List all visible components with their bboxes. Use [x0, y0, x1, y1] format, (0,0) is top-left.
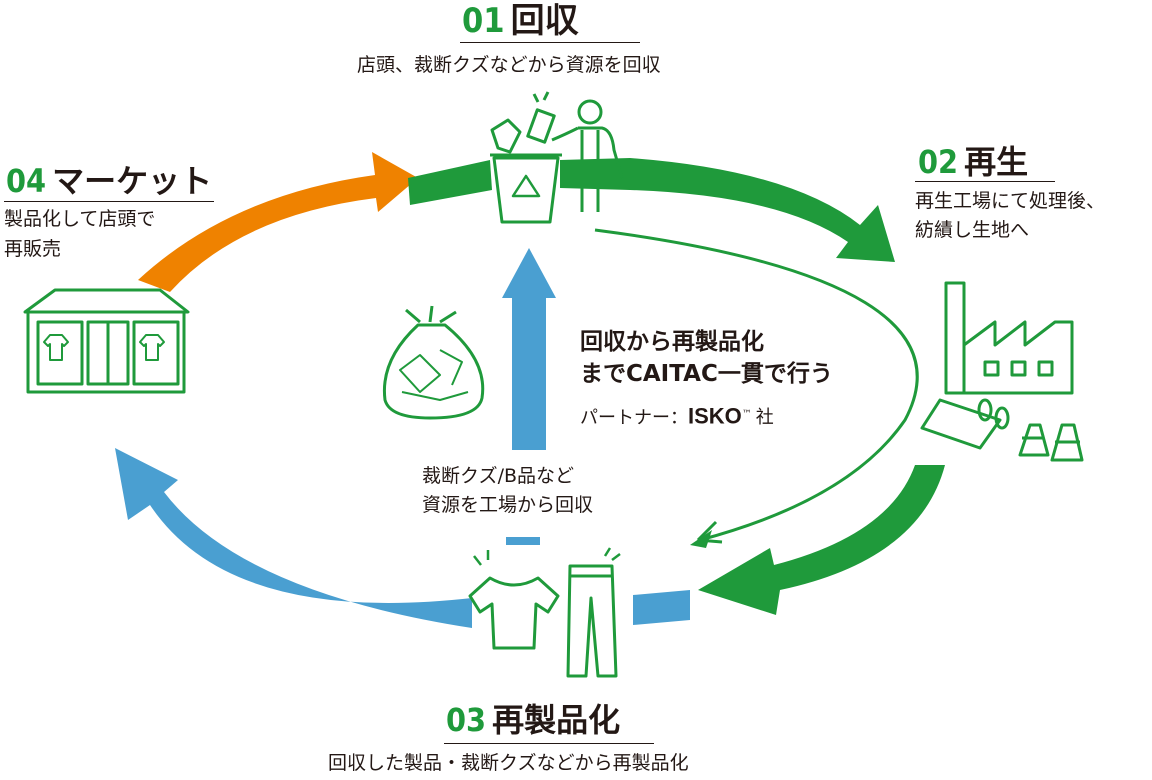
arrow-regenerate-to-remanufacture: [698, 465, 945, 615]
stage-03-label: 再製品化: [492, 701, 621, 739]
arrow-market-to-collect: [138, 152, 418, 292]
partner-suffix: 社: [755, 407, 774, 429]
stage-01-desc: 店頭、裁断クズなどから資源を回収: [357, 54, 661, 76]
arrow-collect-to-regenerate: [408, 158, 895, 262]
center-headline-line1: 回収から再製品化: [580, 329, 764, 355]
stage-04-label: マーケット: [52, 162, 213, 200]
arrow-direct-curve: [594, 228, 919, 548]
stage-02-desc-line2: 紡績し生地へ: [915, 219, 1030, 241]
stage-02-number: 02: [918, 143, 959, 181]
tshirt-jeans-icon: [468, 547, 621, 678]
stage-04-desc-line1: 製品化して店頭で: [4, 208, 156, 230]
scrap-note-line2: 資源を工場から回収: [422, 494, 594, 516]
scrap-note-line1: 裁断クズ/B品など: [422, 465, 575, 487]
stage-03-number: 03: [446, 701, 487, 739]
partner-mark: ™: [741, 409, 752, 420]
partner-label: パートナー：: [580, 407, 688, 429]
factory-fabric-icon: [920, 281, 1084, 462]
arrow-remanufacture-to-market: [115, 448, 690, 628]
stage-01-number: 01: [462, 1, 505, 41]
stage-04-number: 04: [6, 162, 47, 200]
stage-04-desc-line2: 再販売: [4, 238, 62, 260]
stage-02-desc-line1: 再生工場にて処理後、: [915, 190, 1106, 212]
stage-03-rule: [444, 743, 654, 744]
stage-02-rule: [915, 181, 1055, 182]
stage-01-rule: [460, 42, 640, 43]
stage-01-label: 回収: [510, 1, 579, 41]
arrow-scrap-to-collect: [502, 248, 556, 545]
stage-03-desc: 回収した製品・裁断クズなどから再製品化: [328, 752, 689, 774]
store-icon: [23, 288, 190, 394]
center-headline-line2: までCAITAC一貫で行う: [580, 361, 833, 387]
stage-02-label: 再生: [964, 143, 1029, 181]
partner-name: ISKO: [688, 403, 742, 429]
recycle-bin-person-icon: [490, 91, 624, 224]
recycling-bag-icon: [382, 305, 485, 420]
stage-04-rule: [4, 201, 214, 202]
